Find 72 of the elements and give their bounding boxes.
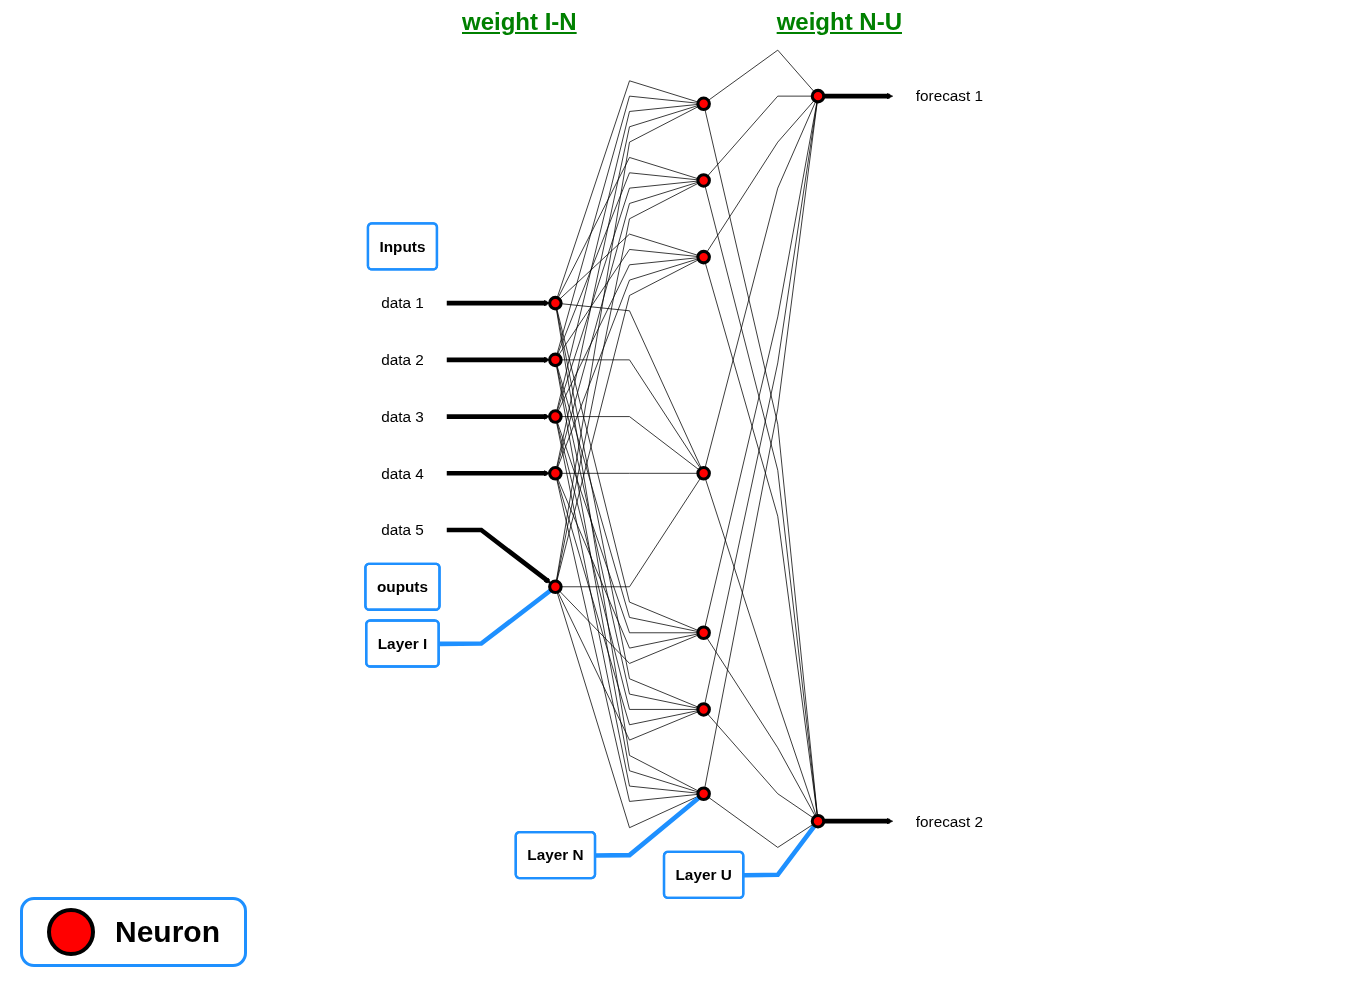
- arrow: [823, 817, 893, 825]
- node-circle: [696, 466, 711, 481]
- connector: [560, 477, 701, 588]
- node-text: forecast 2: [915, 812, 983, 830]
- connector: [556, 181, 699, 469]
- connector: [555, 106, 699, 582]
- node-circle: [696, 702, 711, 717]
- node-text: forecast 1: [915, 87, 983, 105]
- legend-label: Neuron: [115, 915, 220, 949]
- node-circle: [696, 625, 711, 641]
- connector: [560, 472, 699, 474]
- connector: [704, 101, 816, 469]
- connector: [560, 359, 701, 469]
- connector: [707, 796, 814, 848]
- connector: [556, 180, 699, 412]
- connector: [556, 308, 699, 631]
- node-text: data 5: [381, 521, 424, 539]
- connector: [558, 590, 699, 664]
- arrow: [446, 356, 550, 364]
- node-circle: [696, 173, 711, 188]
- connector: [556, 258, 699, 469]
- connector: [557, 591, 699, 741]
- node-circle: [696, 786, 711, 802]
- connector: [556, 591, 699, 829]
- connector: [560, 303, 702, 469]
- node-circle: [548, 579, 563, 595]
- node-circle: [810, 88, 826, 104]
- connector: [556, 80, 699, 299]
- arrow: [446, 413, 550, 420]
- node-text: data 2: [381, 351, 424, 369]
- connector: [707, 49, 815, 101]
- connector: [556, 421, 699, 710]
- node-circle: [548, 295, 563, 311]
- arrow: [823, 92, 893, 100]
- connector: [557, 157, 699, 299]
- weight-label: weight I-N: [462, 8, 577, 37]
- connector: [556, 478, 699, 726]
- node-circle: [810, 813, 826, 829]
- connector: [704, 478, 817, 817]
- connector: [557, 478, 699, 649]
- arrow: [446, 469, 550, 477]
- connector: [557, 257, 699, 412]
- arrow: [446, 299, 550, 307]
- connector: [743, 824, 817, 878]
- connector: [438, 588, 553, 647]
- arrow: [446, 527, 551, 584]
- node-circle: [696, 249, 711, 265]
- connector: [556, 104, 699, 412]
- connector: [706, 95, 813, 177]
- connector: [595, 795, 701, 858]
- connector: [556, 182, 699, 582]
- node-circle: [548, 409, 563, 424]
- connector: [706, 100, 815, 253]
- connector: [556, 95, 699, 355]
- connector: [558, 249, 699, 356]
- node-circle: [548, 352, 563, 368]
- connector: [556, 421, 699, 634]
- node-circle: [548, 466, 563, 481]
- weight-label: weight N-U: [776, 8, 902, 37]
- connector: [557, 172, 699, 355]
- node-text: data 3: [381, 408, 424, 426]
- connector: [706, 713, 814, 819]
- connector: [556, 478, 699, 802]
- connector: [559, 233, 699, 300]
- node-text: data 1: [381, 294, 424, 312]
- node-text: data 4: [381, 464, 424, 482]
- connector: [556, 365, 699, 632]
- connector: [556, 105, 699, 469]
- connector: [560, 416, 700, 471]
- connector: [706, 637, 816, 817]
- connector: [556, 259, 699, 582]
- node-circle: [696, 96, 711, 112]
